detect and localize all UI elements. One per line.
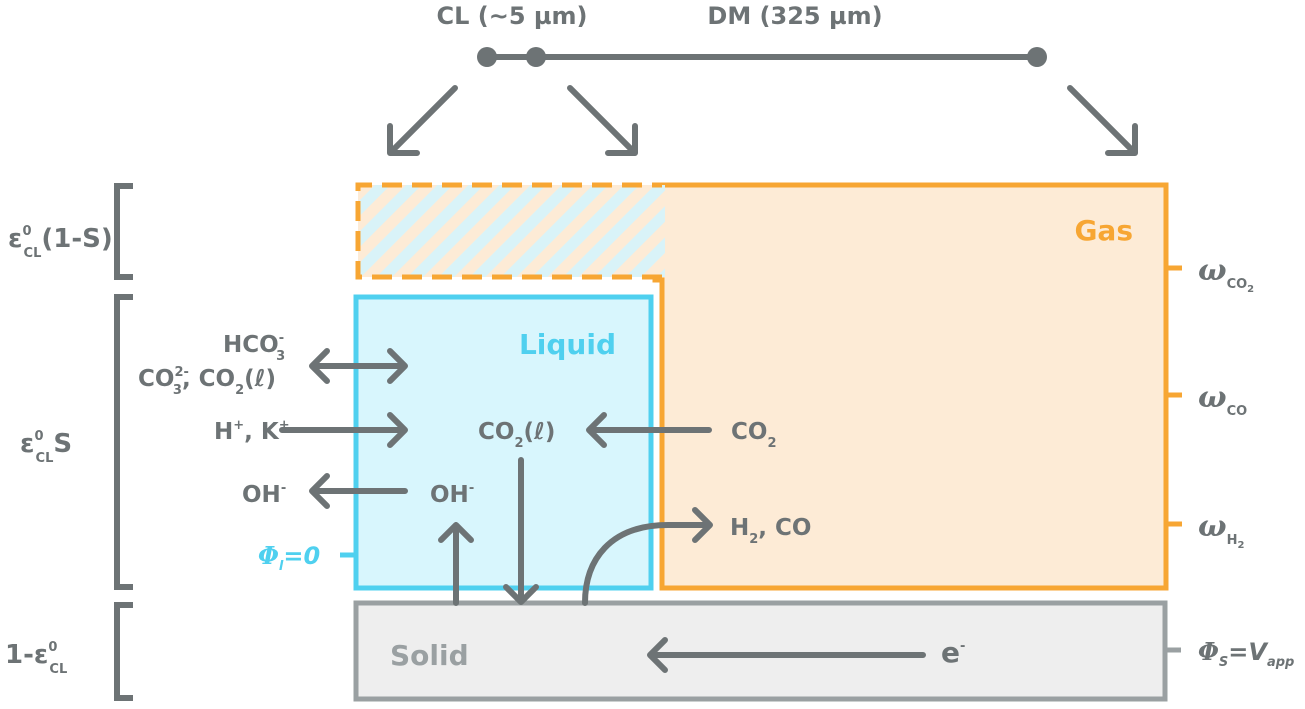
scale-arrow-middle: [567, 85, 638, 156]
hco3-double-arrow: [309, 348, 408, 384]
omega-co2-label: ωCO2: [1198, 253, 1254, 295]
bracket-middle: [114, 294, 133, 590]
solid-label: Solid: [390, 639, 469, 672]
liquid-label: Liquid: [519, 328, 616, 361]
scale-arrow-right: [1067, 85, 1138, 156]
oh-out-arrow: [309, 473, 408, 509]
scale-dot-dm-end: [1027, 47, 1047, 67]
bracket-top: [114, 183, 133, 280]
cl-gas-dashed-border: [355, 182, 662, 280]
electron-arrow: [647, 637, 926, 673]
phi-liquid-bc: Φl=0: [258, 541, 320, 574]
dm-thickness-label: DM (325 µm): [707, 2, 882, 30]
scale-bar: CL (~5 µm) DM (325 µm): [436, 2, 1047, 67]
electron-label: e-: [941, 636, 965, 669]
h-k-label: H+, K+: [214, 418, 290, 445]
co2-liquid-label: CO2(ℓ): [478, 419, 555, 451]
right-ticks: [340, 265, 1182, 653]
omega-h2-label: ωH2: [1198, 509, 1244, 551]
product-arrow: [582, 507, 713, 606]
phi-solid-bc: ΦS=Vapp: [1198, 637, 1294, 670]
left-brackets: [114, 183, 133, 701]
solid-region: [353, 600, 1168, 702]
co3-co2-label: CO2-3, CO2(ℓ): [138, 365, 276, 398]
cl-thickness-label: CL (~5 µm): [436, 2, 587, 30]
h2-co-label: H2, CO: [730, 515, 811, 547]
scale-arrow-left: [387, 85, 458, 156]
scale-dot-start: [477, 47, 497, 67]
gas-region: [652, 182, 1169, 591]
cl-gas-hatched-region: [358, 185, 665, 277]
bracket-bottom: [114, 602, 133, 701]
co2-dissolution-arrow: [586, 412, 712, 448]
scale-arrows: [387, 85, 1138, 156]
gas-label: Gas: [1074, 214, 1133, 247]
scale-dot-cl-end: [526, 47, 546, 67]
co2-gas-label: CO2: [731, 419, 776, 451]
h-k-arrow: [279, 412, 408, 448]
oh-in-label: OH-: [430, 481, 474, 508]
co2-to-solid-arrow: [503, 457, 539, 605]
oh-up-arrow: [438, 522, 474, 606]
hco3-label: HCO-3: [223, 331, 285, 364]
omega-co-label: ωCO: [1198, 380, 1247, 419]
oh-out-label: OH-: [242, 481, 286, 508]
